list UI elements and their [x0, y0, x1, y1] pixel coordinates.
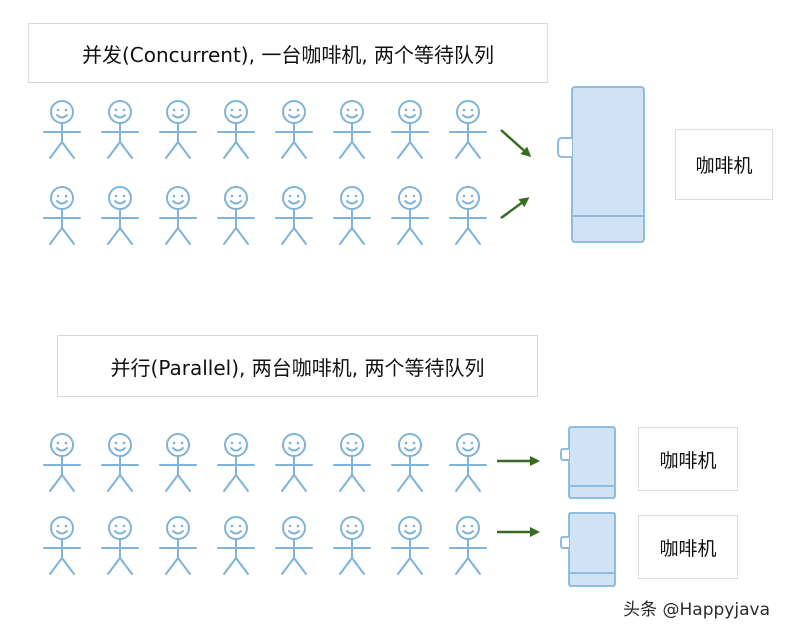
person-icon	[217, 186, 255, 245]
person-icon	[333, 433, 371, 492]
person-icon	[159, 186, 197, 245]
person-icon	[391, 100, 429, 159]
person-icon	[275, 516, 313, 575]
concurrent-coffee-machine	[557, 86, 645, 243]
concurrent-queue-1	[43, 100, 487, 159]
person-icon	[101, 516, 139, 575]
parallel-queue-2	[43, 516, 487, 575]
person-icon	[101, 186, 139, 245]
person-icon	[217, 516, 255, 575]
parallel-machine-label-2: 咖啡机	[638, 515, 738, 579]
person-icon	[333, 100, 371, 159]
person-icon	[391, 516, 429, 575]
parallel-title: 并行(Parallel), 两台咖啡机, 两个等待队列	[57, 335, 538, 397]
person-icon	[101, 433, 139, 492]
person-icon	[159, 516, 197, 575]
people-layer	[43, 100, 487, 575]
person-icon	[333, 186, 371, 245]
person-icon	[275, 100, 313, 159]
person-icon	[449, 516, 487, 575]
person-icon	[43, 516, 81, 575]
concurrent-arrow-2	[500, 197, 530, 220]
parallel-coffee-machine-1	[560, 426, 616, 499]
person-icon	[217, 100, 255, 159]
concurrent-arrow-1	[500, 129, 532, 157]
person-icon	[449, 100, 487, 159]
person-icon	[275, 186, 313, 245]
concurrent-machine-label: 咖啡机	[675, 129, 773, 200]
person-icon	[101, 100, 139, 159]
person-icon	[275, 433, 313, 492]
person-icon	[449, 186, 487, 245]
concurrent-title: 并发(Concurrent), 一台咖啡机, 两个等待队列	[28, 23, 548, 83]
person-icon	[43, 433, 81, 492]
person-icon	[43, 100, 81, 159]
person-icon	[43, 186, 81, 245]
person-icon	[159, 433, 197, 492]
watermark: 头条 @Happyjava	[623, 600, 770, 620]
person-icon	[217, 433, 255, 492]
parallel-machine-label-1: 咖啡机	[638, 427, 738, 491]
person-icon	[449, 433, 487, 492]
person-icon	[391, 186, 429, 245]
parallel-queue-1	[43, 433, 487, 492]
person-icon	[159, 100, 197, 159]
concurrent-queue-2	[43, 186, 487, 245]
person-icon	[333, 516, 371, 575]
person-icon	[391, 433, 429, 492]
parallel-coffee-machine-2	[560, 512, 616, 587]
